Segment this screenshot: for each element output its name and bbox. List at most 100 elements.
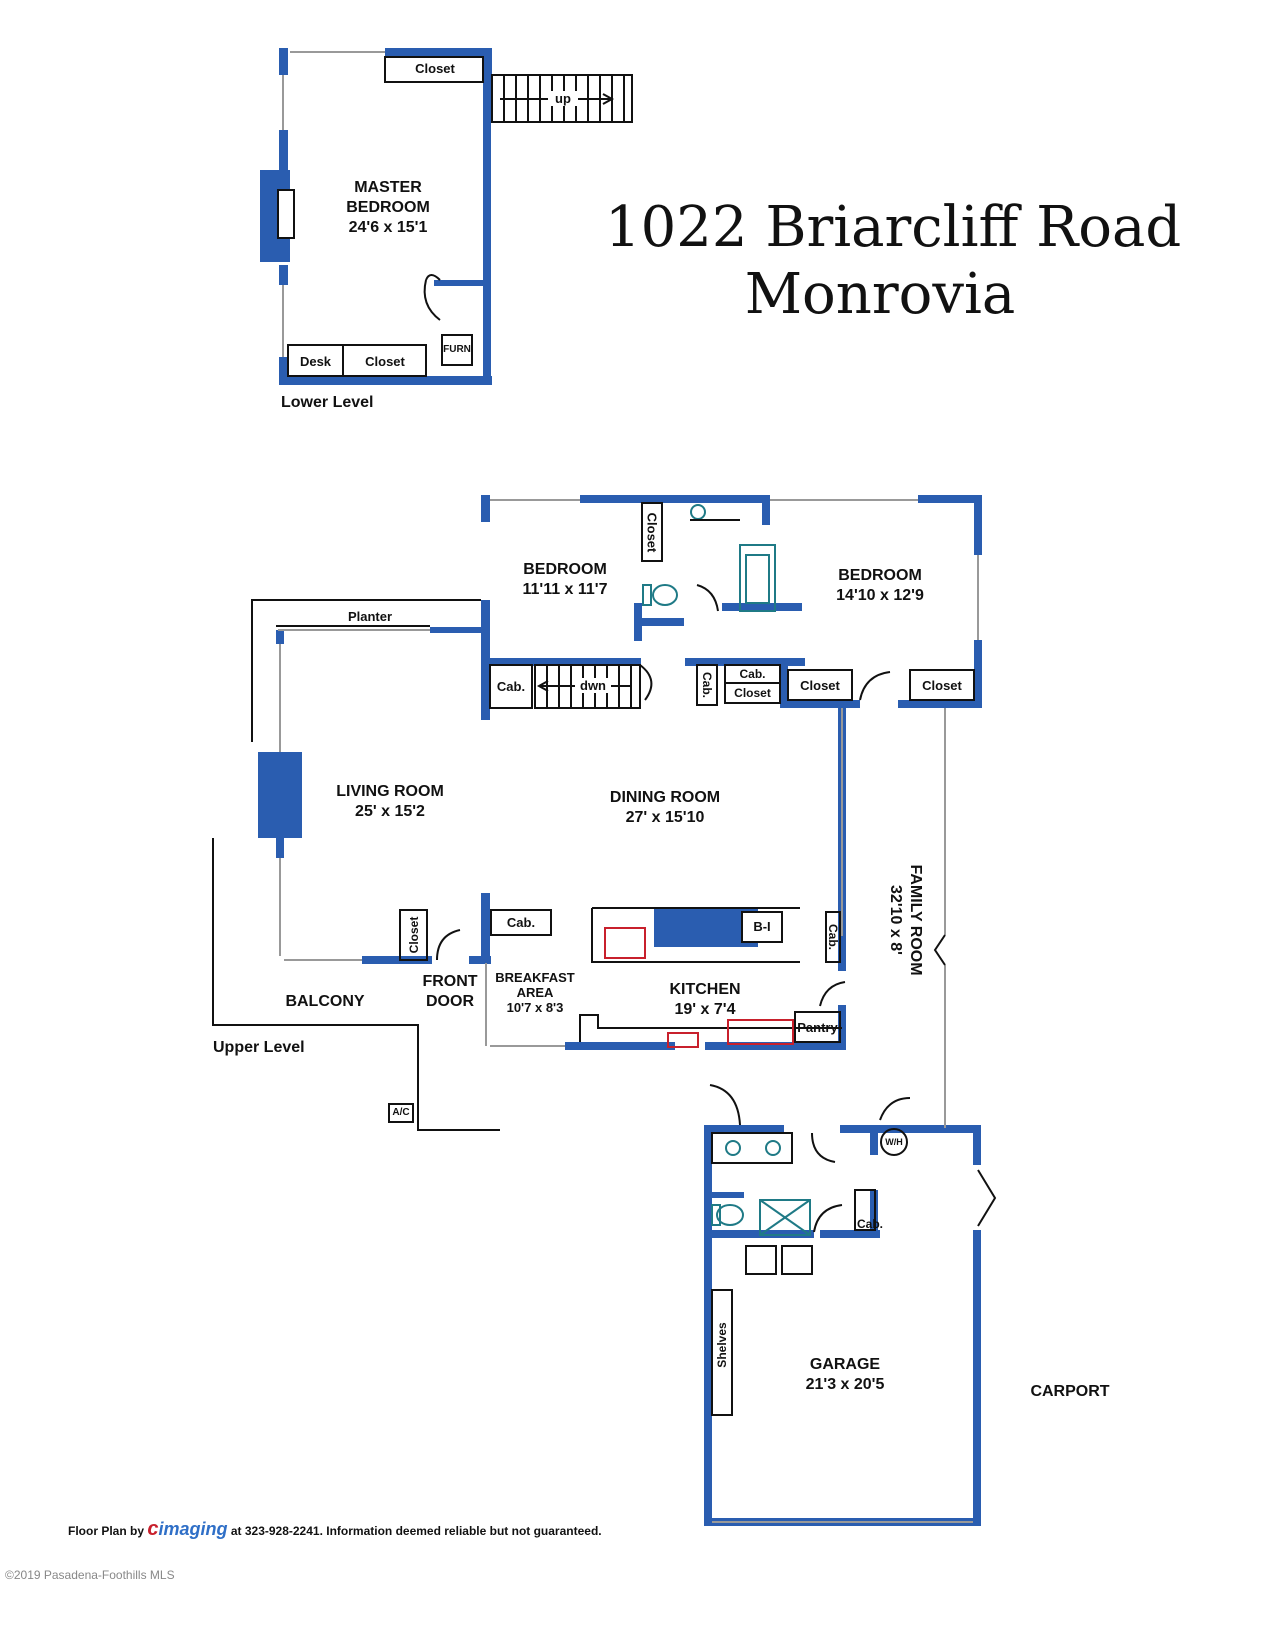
cabinet-box [854,1189,876,1231]
shelves-label: Shelves [715,1322,729,1368]
room-kitchen: KITCHEN 19' x 7'4 [650,980,760,1020]
vanity [711,1132,793,1164]
room-name: LIVING ROOM [336,783,444,800]
city-title: Monrovia [744,262,1016,327]
wall [722,603,802,611]
wall [385,48,492,57]
room-size: 10'7 x 8'3 [506,1000,564,1015]
wall [580,495,770,503]
bathtub [739,544,776,612]
room-balcony: BALCONY [285,993,365,1010]
planter-outline [251,599,481,742]
pantry-box [794,1011,841,1043]
closet-label: Closet [800,678,840,693]
wall [870,1125,878,1155]
wall [481,658,641,666]
door-swing [977,1169,997,1227]
room-name: MASTER [354,179,422,196]
stairs [534,664,641,709]
closet-label: Closet [407,916,421,954]
sink [690,504,706,520]
wall [911,1125,981,1133]
stairs [491,74,633,123]
door-swing [859,671,891,701]
wall [685,658,805,666]
room-bedroom-2: BEDROOM 11'11 x 11'7 [505,560,625,600]
toilet [716,1204,744,1226]
address-title: 1022 Briarcliff Road [605,195,1182,260]
water-heater-label: W/H [885,1137,903,1147]
wall [434,280,488,286]
room-name: BEDROOM [838,567,922,584]
wall [973,1230,981,1526]
cabinet-box [490,909,552,936]
washer [745,1245,777,1275]
door-swing [436,929,461,961]
room-size: 24'6 x 15'1 [348,219,428,236]
wall [704,1192,744,1198]
room-name: GARAGE [809,1356,881,1373]
door-swing [709,1084,741,1126]
credit-suffix: at 323-928-2241. Information deemed reli… [230,1524,602,1538]
room-size: 11'11 x 11'7 [522,581,608,598]
door-swing [423,279,441,321]
dryer [781,1245,813,1275]
door-swing [933,934,946,966]
desk-label: Desk [299,354,332,369]
ac-label: A/C [392,1107,410,1118]
stairs-up-label: up [548,91,578,106]
room-size: 19' x 7'4 [674,1001,736,1018]
room-living: LIVING ROOM 25' x 15'2 [325,782,455,822]
door-swing [811,1132,836,1163]
wall [362,956,432,964]
door-swing [819,981,846,1007]
wall [705,1042,845,1050]
closet-box [787,669,853,701]
wall [276,838,284,858]
wall [838,936,846,971]
lower-level-label: Lower Level [281,394,374,411]
room-size: 14'10 x 12'9 [836,587,924,604]
room-front-door: FRONT DOOR [412,972,488,1012]
room-size: 27' x 15'10 [625,809,705,826]
room-name: DINING ROOM [609,789,721,806]
wall [974,640,982,706]
bi-box [741,911,783,943]
cabinet-label: Cab. [700,671,714,698]
cabinet-label: Cab. [739,667,766,681]
door-swing [813,1204,843,1233]
cabinet-box [825,911,841,963]
closet-box [724,682,781,704]
room-master-bedroom: MASTER BEDROOM 24'6 x 15'1 [333,178,443,238]
wall [276,630,284,644]
wall [483,48,492,122]
room-bedroom-3: BEDROOM 14'10 x 12'9 [820,566,940,606]
wall [279,130,288,180]
wall [898,700,982,708]
door-swing [639,664,653,701]
sink [667,1032,699,1048]
stair-arrowhead [536,680,549,692]
wall [820,1230,880,1238]
room-name: BEDROOM [523,561,607,578]
closet-label: Closet [734,686,771,700]
wall [481,893,490,963]
fireplace [258,752,302,838]
sink [765,1140,781,1156]
room-dining: DINING ROOM 27' x 15'10 [595,788,735,828]
room-breakfast: BREAKFAST AREA 10'7 x 8'3 [490,970,580,1015]
cooktop [604,927,646,959]
cabinet-box [489,664,533,709]
room-carport: CARPORT [1030,1383,1110,1400]
wall [918,495,982,503]
shower [759,1199,811,1236]
brand-logo-mark: c [147,1518,159,1540]
water-heater [880,1128,908,1156]
cabinet-label: Cab. [856,1217,883,1231]
room-size: 32'10 x 8' [887,885,904,955]
room-name-line2: DOOR [426,993,474,1010]
balcony-outline [212,838,500,1131]
room-name: BREAKFAST [495,970,575,985]
kitchen-counter [579,1014,842,1042]
